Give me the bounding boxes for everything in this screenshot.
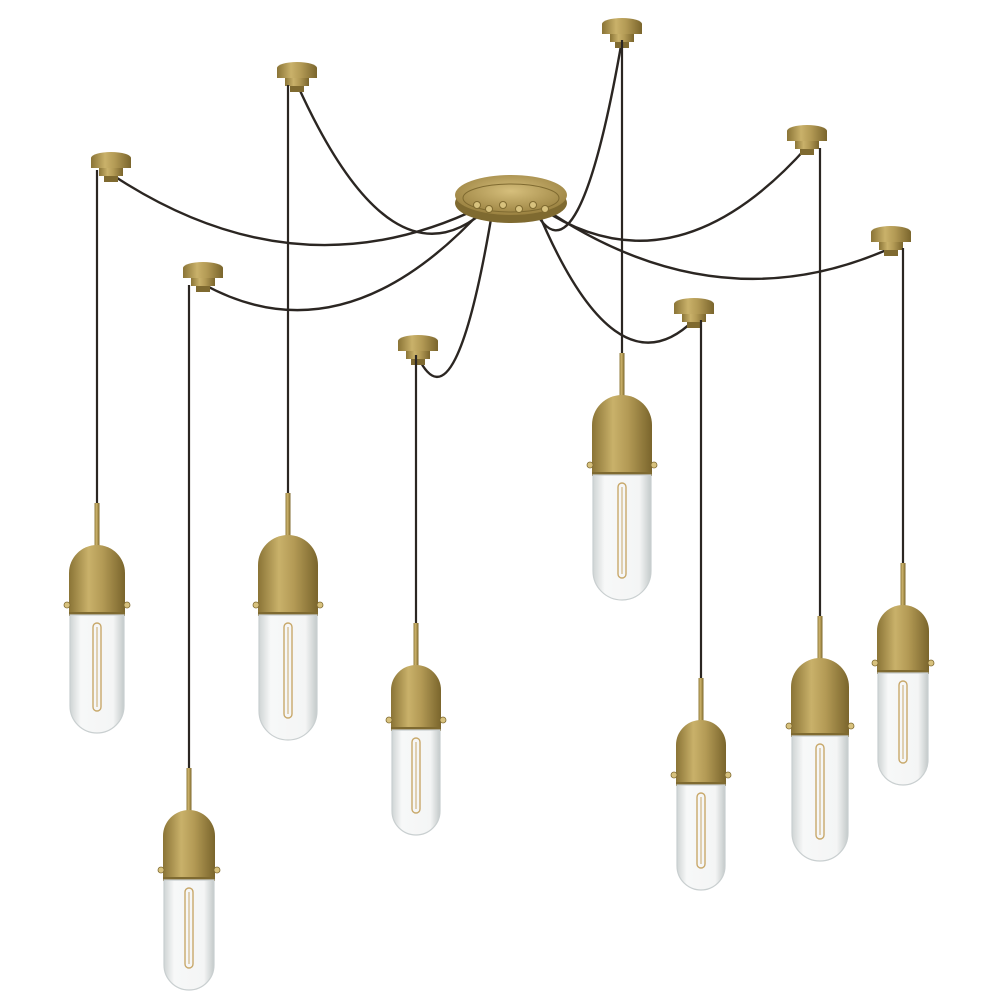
filament-bulb	[92, 622, 102, 712]
swag-cord	[538, 146, 808, 242]
swag-cord	[416, 206, 495, 378]
pendant-light	[871, 248, 935, 786]
pendant-light	[670, 320, 732, 891]
brass-dome-cap	[791, 658, 849, 736]
pendant-light	[63, 170, 131, 734]
ceiling-hook	[871, 226, 911, 256]
swag-cord	[541, 206, 892, 281]
swag-cord	[202, 206, 486, 312]
brass-dome-cap	[258, 535, 318, 615]
filament-bulb	[898, 680, 908, 764]
pendant-light	[586, 40, 658, 601]
ceiling-hook	[674, 298, 714, 328]
center-canopy	[455, 175, 567, 223]
filament-bulb	[411, 737, 421, 814]
ceiling-hook	[183, 262, 223, 292]
ceiling-hook	[277, 62, 317, 92]
filament-bulb	[184, 887, 194, 969]
swag-cord	[295, 83, 490, 235]
pendant-light	[157, 285, 221, 991]
brass-dome-cap	[163, 810, 215, 880]
filament-bulb	[283, 622, 293, 719]
swag-cord	[534, 206, 695, 344]
ceiling-hook	[787, 125, 827, 155]
swag-cord	[110, 173, 482, 247]
filament-bulb	[617, 482, 627, 579]
ceiling-hooks	[91, 18, 911, 365]
pendant-light	[252, 85, 324, 741]
brass-dome-cap	[676, 720, 726, 785]
pendants	[63, 40, 935, 991]
pendant-light	[785, 148, 855, 862]
filament-bulb	[815, 743, 825, 840]
brass-dome-cap	[391, 665, 441, 730]
pendant-light	[385, 355, 447, 836]
brass-dome-cap	[877, 605, 929, 673]
brass-dome-cap	[69, 545, 125, 615]
filament-bulb	[696, 792, 706, 869]
ceiling-hook	[91, 152, 131, 182]
ceiling-hook	[398, 335, 438, 365]
cords	[110, 39, 892, 378]
brass-dome-cap	[592, 395, 652, 475]
